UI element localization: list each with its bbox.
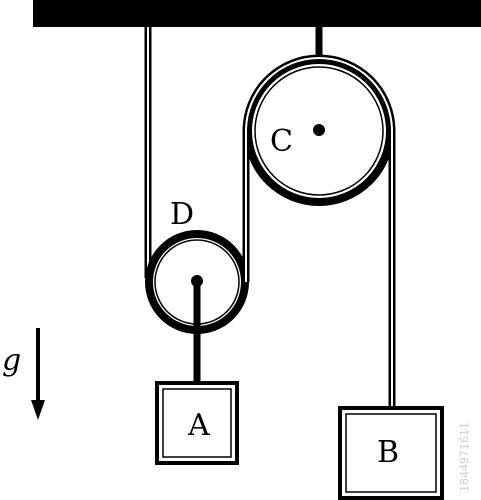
block-a bbox=[155, 381, 239, 465]
ceiling-beam bbox=[33, 0, 481, 27]
pulley-d-axle bbox=[191, 275, 203, 287]
pulley-c-label: C bbox=[270, 124, 293, 159]
gravity-label: g bbox=[2, 343, 21, 378]
rope-d-over-c-to-b-highlight bbox=[245, 57, 393, 409]
gravity-arrow bbox=[31, 328, 45, 420]
pulley-d-label: D bbox=[170, 197, 194, 232]
block-b bbox=[338, 406, 444, 500]
block-a-label: A bbox=[187, 408, 210, 443]
pulley-c-axle bbox=[313, 124, 325, 136]
watermark-id: 1844971611 bbox=[458, 422, 471, 492]
block-b-label: B bbox=[377, 435, 399, 470]
